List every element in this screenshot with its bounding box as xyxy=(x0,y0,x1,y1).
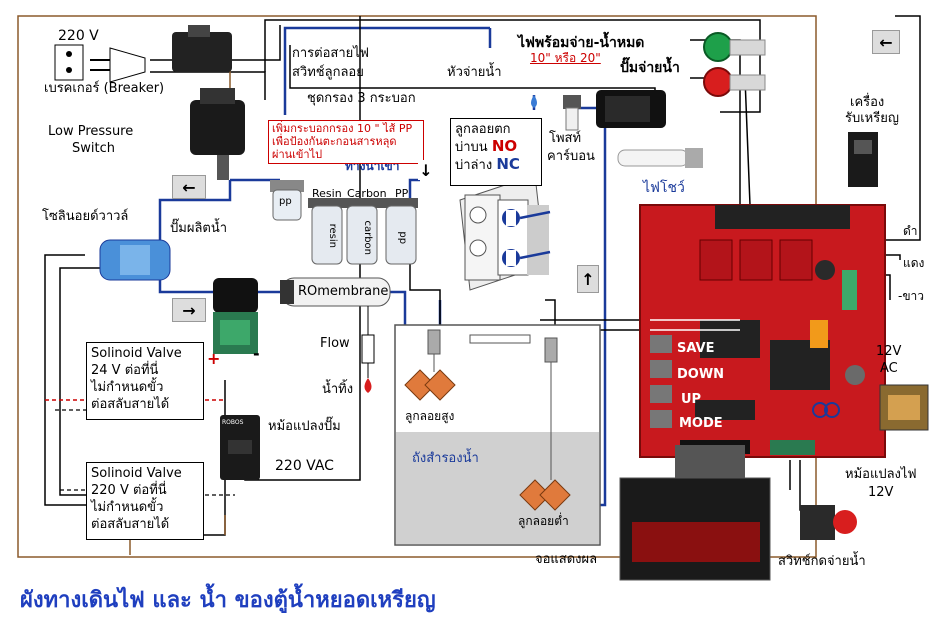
arrow-right-flow: → xyxy=(172,298,206,322)
red-light xyxy=(703,67,733,97)
float-note-line2: บ่าบน NO xyxy=(455,137,518,156)
float-low xyxy=(519,479,571,511)
label-transformer-12v-2: 12V xyxy=(868,485,894,500)
arrow-up-flow: ↑ xyxy=(577,265,599,293)
solenoid-220v-box: Solinoid Valve 220 V ต่อที่นี่ ไม่กำหนดข… xyxy=(86,462,204,540)
label-low-pressure-2: Switch xyxy=(72,141,115,156)
label-flow: Flow xyxy=(320,336,350,351)
label-plus: + xyxy=(207,349,221,368)
post-carbon-cap xyxy=(563,95,581,109)
label-low-float: ลูกลอยต่ำ xyxy=(518,514,569,528)
label-solenoid-valve: โซลินอยด์วาวล์ xyxy=(42,209,129,224)
label-float-wiring-2: สวิทช์ลูกลอย xyxy=(292,65,364,80)
pp-filter-small xyxy=(270,180,304,221)
label-carbon-v: carbon xyxy=(362,220,374,256)
arrow-down-water-in: ↓ xyxy=(418,160,434,180)
label-dispense-pump: ปั๊มจ่ายน้ำ xyxy=(620,60,680,76)
arrow-left-top: ← xyxy=(872,30,900,54)
label-low-pressure-1: Low Pressure xyxy=(48,124,134,139)
label-pump-transformer: หม้อแปลงปั๊ม xyxy=(268,419,341,434)
board-btn-save-key xyxy=(650,335,672,353)
label-high-float: ลูกลอยสูง xyxy=(405,409,455,423)
label-post-carbon-1: โพสท์ xyxy=(549,131,582,146)
label-wire-red: แดง xyxy=(903,256,925,270)
solenoid-24v-box: Solinoid Valve 24 V ต่อที่นี่ ไม่กำหนดขั… xyxy=(86,342,204,420)
label-minus: - xyxy=(253,344,260,363)
float-note-line1: ลูกลอยตก xyxy=(455,122,511,137)
black-dashed xyxy=(55,409,235,496)
plug-shape xyxy=(109,47,146,83)
board-label-down: DOWN xyxy=(677,367,725,382)
label-pp-top: PP xyxy=(395,187,409,200)
label-filter-set: ชุดกรอง 3 กระบอก xyxy=(307,91,416,106)
label-show-light: ไฟโชว์ xyxy=(643,180,685,196)
label-size: 10" หรือ 20" xyxy=(530,51,601,65)
board-label-up: UP xyxy=(681,392,702,407)
label-transformer-12v-1: หม้อแปลงไฟ xyxy=(845,467,917,482)
label-pp-small: pp xyxy=(279,196,292,207)
label-wire-black: ดำ xyxy=(903,224,918,238)
label-resin-v: resin xyxy=(326,223,338,248)
board-btn-up-key xyxy=(650,385,672,403)
label-ready-light: ไฟพร้อมจ่าย-น้ำหมด xyxy=(518,35,645,51)
arrow-left-flow: ← xyxy=(172,175,206,199)
label-waste-water: น้ำทิ้ง xyxy=(322,382,354,397)
board-btn-down-key xyxy=(650,360,672,378)
green-light xyxy=(703,32,733,62)
label-220v: 220 V xyxy=(58,28,99,44)
float-note-line3: บ่าล่าง NC xyxy=(455,155,520,174)
breaker-device xyxy=(172,32,232,72)
float-high xyxy=(404,369,456,401)
label-ac-12v-1: 12V xyxy=(876,344,902,359)
flow-restrictor xyxy=(361,334,375,364)
label-dispense-head: หัวจ่ายน้ำ xyxy=(447,65,502,80)
label-breaker: เบรคเกอร์ (Breaker) xyxy=(44,81,165,96)
label-220vac: 220 VAC xyxy=(275,458,334,474)
pp-filter-note: เพิ่มกระบอกกรอง 10 " ไส้ PP เพื่อป้องกัน… xyxy=(268,120,424,164)
production-pump-device xyxy=(213,278,258,313)
label-pp-v: pp xyxy=(397,231,409,245)
label-ac-12v-2: AC xyxy=(880,361,898,376)
outlet-shape xyxy=(54,44,84,81)
label-tank: ถังสำรองน้ำ xyxy=(412,451,479,466)
label-carbon-top: Carbon xyxy=(347,187,387,200)
label-wire-white: -ขาว xyxy=(898,289,925,303)
label-coin-2: รับเหรียญ xyxy=(845,111,899,126)
board-label-save: SAVE xyxy=(677,341,715,356)
dispense-drop xyxy=(531,95,537,108)
triple-filters xyxy=(308,198,418,265)
push-switch-device xyxy=(800,505,835,540)
label-post-carbon-2: คาร์บอน xyxy=(547,149,595,164)
page-title: ผังทางเดินไฟ และ น้ำ ของตู้น้ำหยอดเหรียญ xyxy=(20,588,436,613)
label-ro-membrane: ROmembrane xyxy=(298,284,389,299)
label-pump-brand: ROBOS xyxy=(222,419,244,426)
label-coin-1: เครื่อง xyxy=(850,95,885,110)
float-note-box: ลูกลอยตก บ่าบน NO บ่าล่าง NC xyxy=(450,118,542,186)
label-push-switch: สวิทช์กดจ่ายน้ำ xyxy=(778,554,866,569)
board-label-mode: MODE xyxy=(679,416,723,431)
waste-drop xyxy=(364,378,372,393)
low-pressure-switch-device xyxy=(190,100,245,155)
label-resin-top: Resin xyxy=(312,187,342,200)
label-display: จอแสดงผล xyxy=(535,552,598,567)
show-lamp xyxy=(617,149,689,167)
label-float-wiring-1: การต่อสายไฟ xyxy=(292,46,369,61)
board-btn-mode-key xyxy=(650,410,672,428)
label-production-pump: ปั๊มผลิตน้ำ xyxy=(170,221,228,236)
